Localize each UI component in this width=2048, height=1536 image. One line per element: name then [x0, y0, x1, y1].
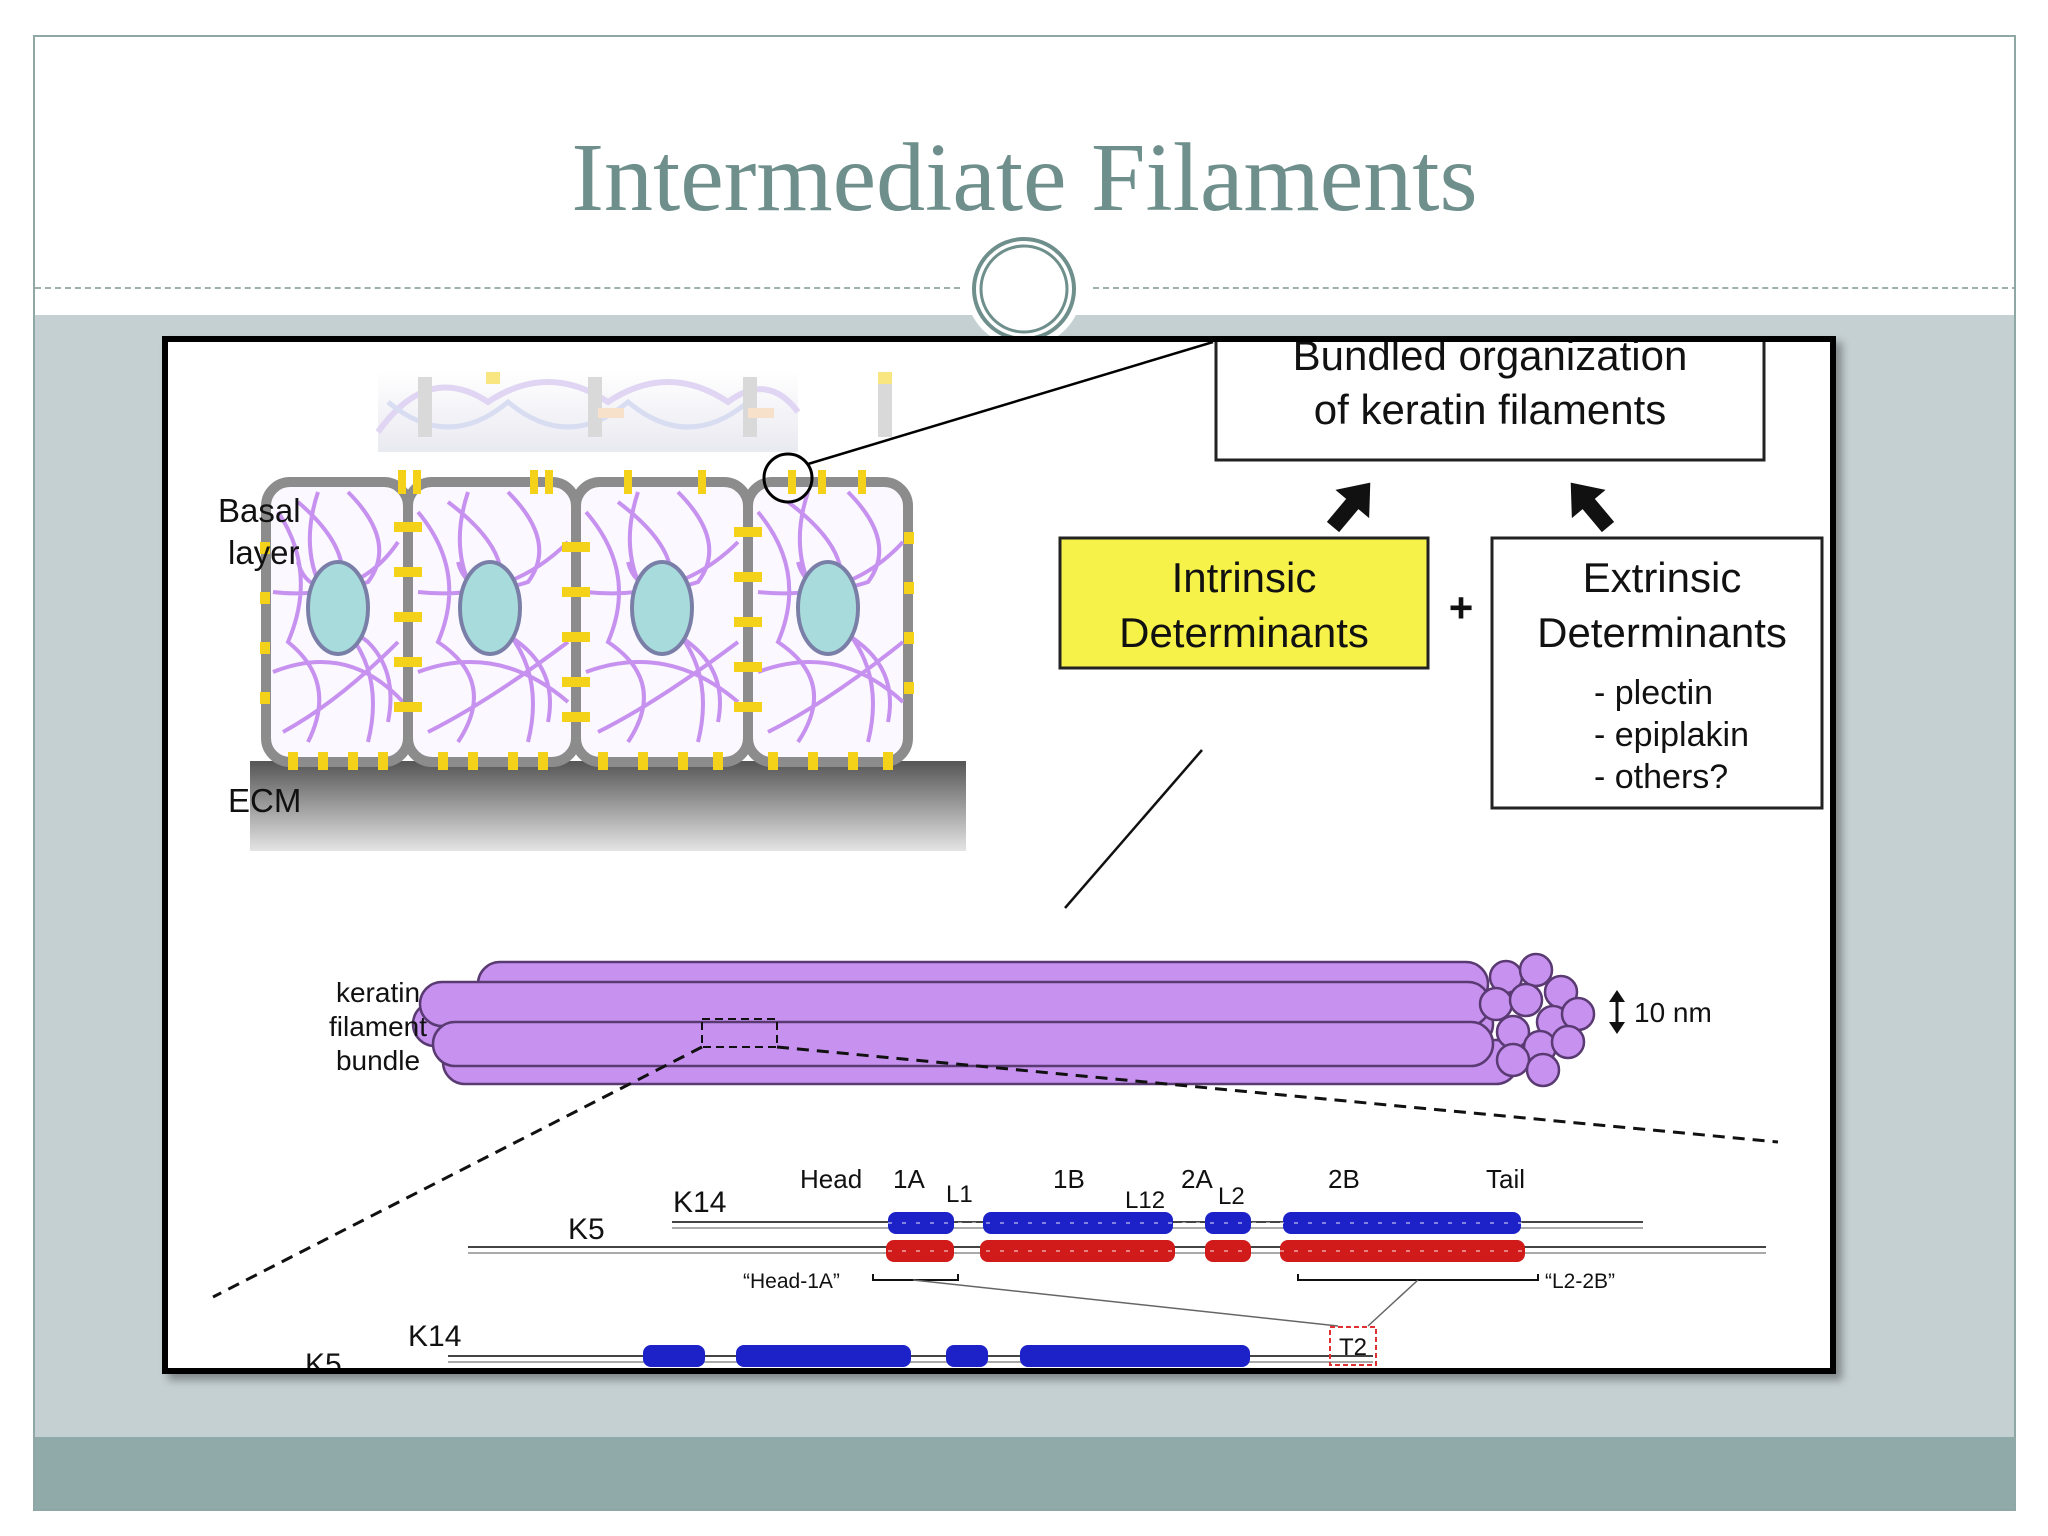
scale-arrow-icon — [1609, 990, 1625, 1034]
coil-segment-2b — [1280, 1212, 1525, 1262]
upper-k14-label: K14 — [673, 1186, 726, 1219]
basal-label-line1: Basal — [218, 492, 301, 529]
bundle-label-line2: filament — [329, 1011, 427, 1042]
plus-sign: + — [1449, 584, 1474, 631]
head-1a-bracket — [872, 1274, 959, 1281]
cell-junctions — [260, 470, 914, 770]
domain-head-label: Head — [800, 1164, 862, 1194]
intrinsic-determinants-box: Intrinsic Determinants — [1058, 536, 1430, 670]
bundle-end-circles — [1478, 952, 1596, 1088]
basal-cell-3 — [571, 477, 753, 767]
intrinsic-label-line1: Intrinsic — [1172, 554, 1317, 601]
t2-box — [1329, 1326, 1377, 1366]
bundled-organization-box: Bundled organization of keratin filament… — [1214, 328, 1766, 462]
coil-segment-1a — [886, 1212, 954, 1262]
arrow-up-left-icon — [1570, 482, 1615, 533]
zoom-circle — [762, 452, 814, 504]
slide-title: Intermediate Filaments — [571, 124, 1478, 232]
coil-segment-2a — [1205, 1212, 1251, 1262]
head-1a-label: “Head-1A” — [743, 1270, 840, 1293]
lower-dimer: T2 K14 K5 — [305, 1320, 1493, 1394]
extrinsic-item: - epiplakin — [1594, 716, 1749, 754]
basal-cell-4 — [743, 477, 913, 767]
domain-l2-label: L2 — [1218, 1183, 1245, 1210]
upper-dimer: K14 K5 Head 1A L1 1B L12 2A L2 2B Tail “… — [468, 1164, 1766, 1327]
coil-segment-1b — [980, 1212, 1175, 1262]
connector-head-1a — [912, 1279, 1339, 1327]
domain-2b-label: 2B — [1328, 1164, 1360, 1194]
keratin-filament-bundle — [411, 952, 1596, 1088]
l2-2b-label: “L2-2B” — [1545, 1270, 1615, 1293]
domain-1a-label: 1A — [893, 1164, 925, 1194]
ecm-label: ECM — [228, 782, 301, 819]
domain-l12-label: L12 — [1125, 1187, 1165, 1214]
ecm-layer — [250, 761, 966, 851]
basal-layer-panel: Basal layer ECM — [218, 340, 1214, 851]
scale-label: 10 nm — [1634, 997, 1712, 1028]
bundled-label-line2: of keratin filaments — [1314, 386, 1667, 433]
bundle-label-line1: keratin — [336, 977, 420, 1008]
suprabasal-cells — [375, 372, 892, 452]
title-divider-right — [1093, 287, 2014, 289]
title-divider-left — [35, 287, 960, 289]
keratin-diagram: Basal layer ECM Bundled organization of … — [212, 328, 1824, 1394]
basal-cell-1 — [261, 477, 413, 767]
basal-label-line2: layer — [228, 534, 300, 571]
lower-k5-label: K5 — [305, 1348, 342, 1368]
zoom-line-right — [776, 1045, 1779, 1144]
bundle-label-line3: bundle — [336, 1045, 420, 1076]
basal-cell-2 — [403, 477, 581, 767]
extrinsic-item: - plectin — [1594, 674, 1713, 712]
keratin-figure: Basal layer ECM Bundled organization of … — [162, 328, 1836, 1394]
footer-band — [35, 1437, 2014, 1509]
extrinsic-label-line1: Extrinsic — [1583, 554, 1742, 601]
zoom-line-left — [212, 1045, 703, 1299]
lower-k14-label: K14 — [408, 1320, 461, 1353]
circle-ornament-icon — [966, 231, 1082, 347]
extrinsic-determinants-box: Extrinsic Determinants - plectin - epipl… — [1490, 536, 1824, 810]
intrinsic-label-line2: Determinants — [1119, 609, 1369, 656]
domain-2a-label: 2A — [1181, 1164, 1213, 1194]
arrow-up-right-icon — [1326, 482, 1371, 533]
domain-1b-label: 1B — [1053, 1164, 1085, 1194]
callout-line-intrinsic — [1064, 749, 1203, 909]
upper-k5-label: K5 — [568, 1213, 605, 1246]
connector-l2-2b — [1367, 1279, 1419, 1327]
t2-label: T2 — [1339, 1334, 1367, 1361]
extrinsic-item: - others? — [1594, 758, 1728, 796]
callout-line-upper — [807, 340, 1214, 466]
domain-l1-label: L1 — [946, 1181, 973, 1208]
domain-tail-label: Tail — [1486, 1164, 1525, 1194]
bundled-label-line1: Bundled organization — [1293, 342, 1688, 379]
l2-2b-bracket — [1297, 1274, 1539, 1281]
extrinsic-label-line2: Determinants — [1537, 609, 1787, 656]
